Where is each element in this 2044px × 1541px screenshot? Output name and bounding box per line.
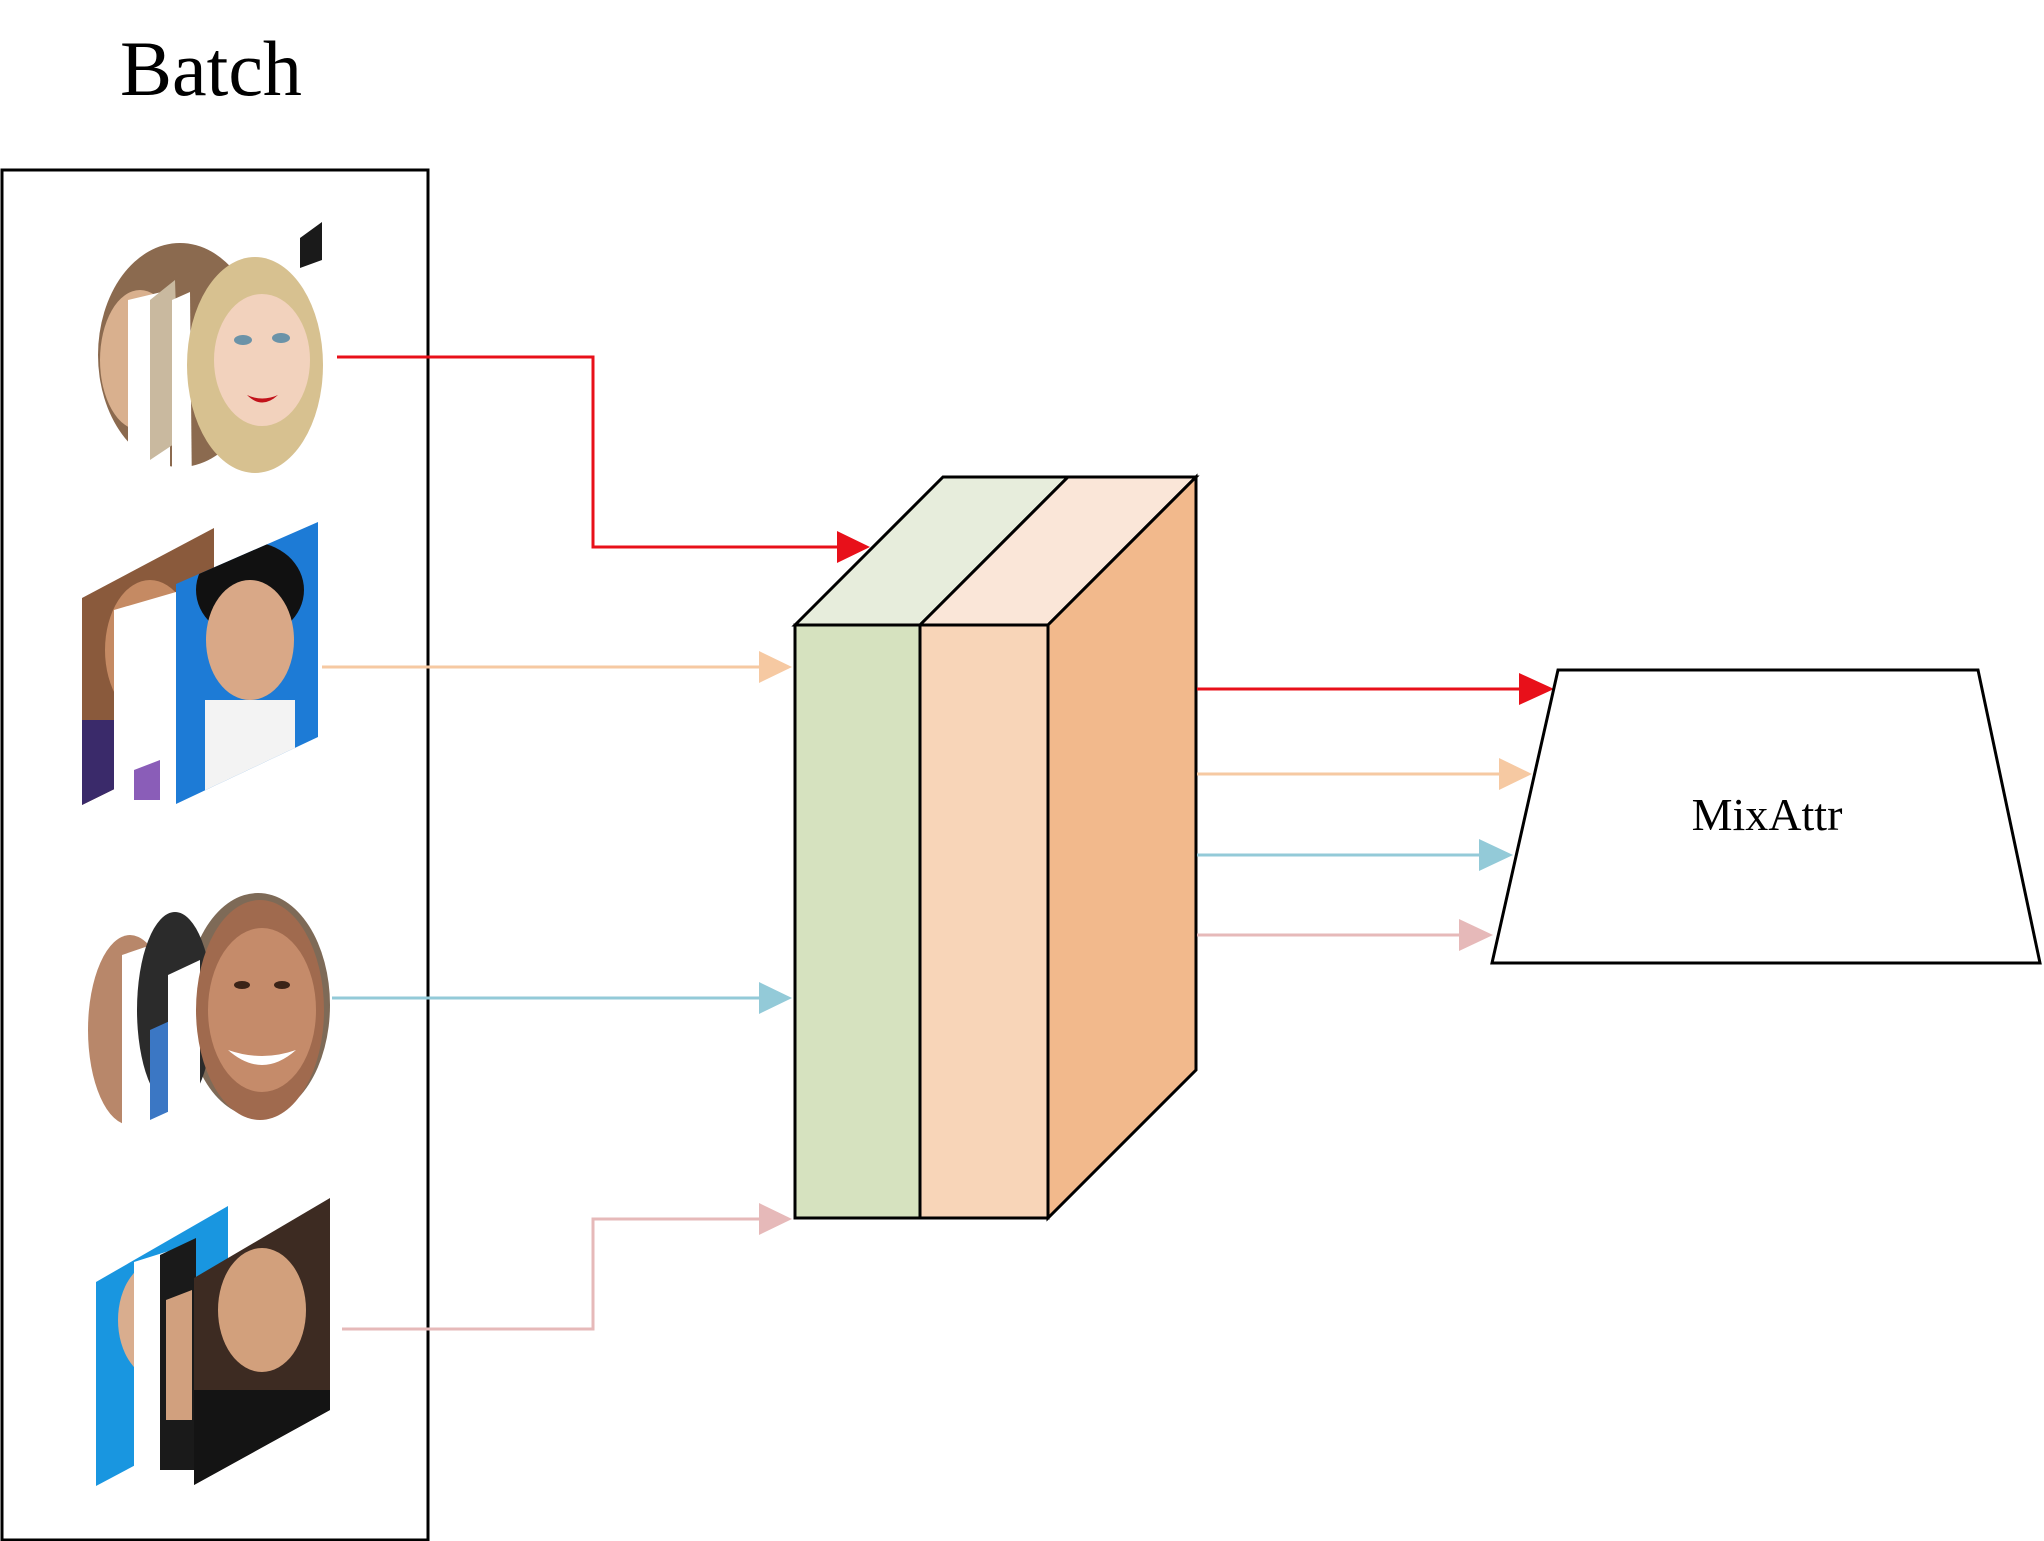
- mixattr-label: MixAttr: [1692, 789, 1843, 840]
- output-arrow-4: [1197, 919, 1493, 951]
- output-arrow-3: [1197, 839, 1513, 871]
- arrow-group-2-to-block: [322, 651, 792, 683]
- feature-slice-2-front: [918, 623, 1050, 1220]
- batch-item-group-4: [96, 1198, 330, 1486]
- block-to-module-arrows: [1197, 673, 1554, 951]
- mixattr-module: MixAttr: [1490, 668, 2042, 965]
- batch-frame: [0, 168, 430, 1541]
- output-arrow-2: [1197, 758, 1532, 790]
- arrow-group-1-to-block: [337, 355, 870, 563]
- mixattr-shape: [1490, 668, 2042, 965]
- arrow-group-3-to-block: [332, 982, 792, 1014]
- output-arrow-1: [1197, 673, 1554, 705]
- feature-slice-1-front: [793, 623, 922, 1220]
- arrow-group-4-to-block: [342, 1203, 792, 1331]
- batch-item-group-2: [82, 522, 318, 805]
- batch-title: Batch: [120, 25, 302, 112]
- feature-block: [791, 473, 1200, 1222]
- batch-item-group-3: [88, 893, 330, 1125]
- batch-item-group-1: [98, 222, 323, 498]
- batch-to-block-arrows: [322, 355, 870, 1331]
